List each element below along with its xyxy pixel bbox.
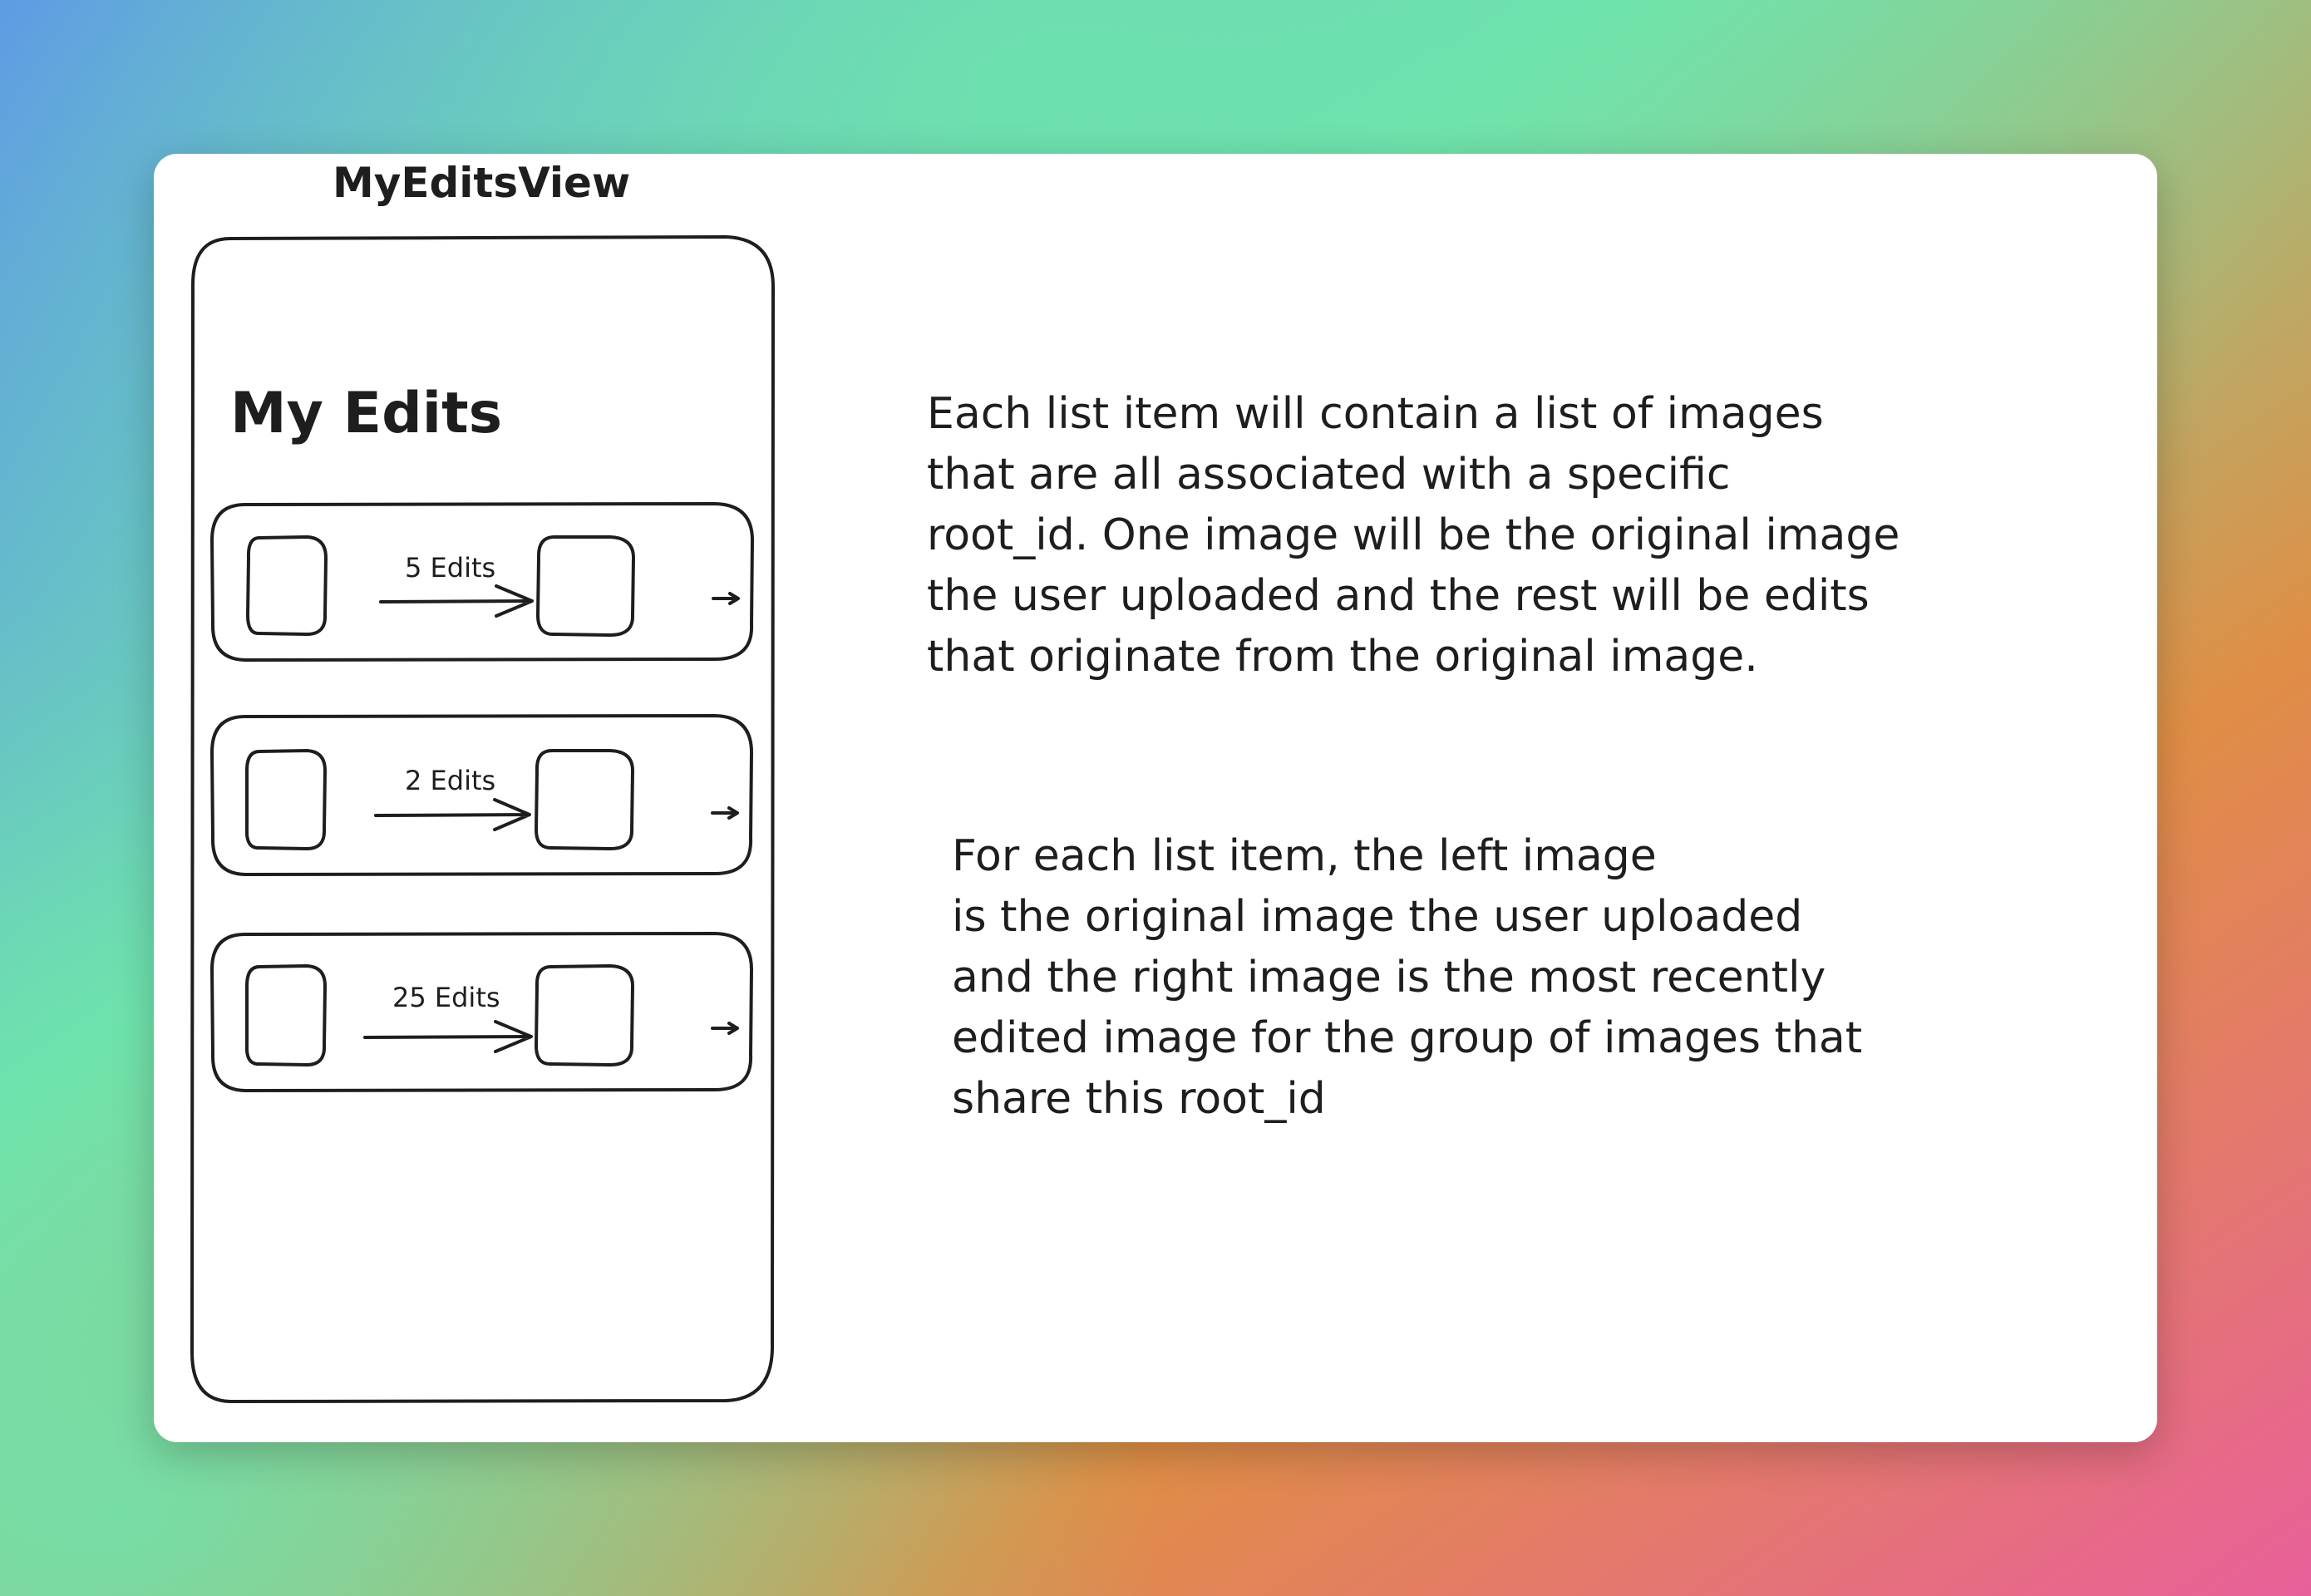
latest-edit-image-placeholder — [535, 749, 634, 850]
original-image-placeholder — [244, 749, 327, 850]
annotation-line: is the original image the user uploaded — [952, 892, 1802, 942]
annotation-line: the user uploaded and the rest will be e… — [927, 571, 1870, 621]
annotation-list-items: Each list item will contain a list of im… — [927, 389, 1914, 682]
latest-edit-image-placeholder — [536, 535, 635, 637]
annotation-line: Each list item will contain a list of im… — [927, 389, 1824, 439]
annotation-line: edited image for the group of images tha… — [952, 1013, 1862, 1063]
original-image-placeholder — [244, 964, 327, 1066]
annotation-line: root_id. One image will be the original … — [927, 510, 1900, 560]
annotation-line: that originate from the original image. — [927, 632, 1758, 682]
edits-count-label: 5 Edits — [405, 552, 495, 584]
wireframe-diagram: MyEditsView My Edits 5 Edits 2 Edits — [190, 159, 1914, 1403]
edit-arrow — [374, 798, 531, 831]
list-item[interactable]: 2 Edits — [210, 714, 753, 876]
small-arrow-right-icon[interactable] — [712, 592, 740, 605]
annotation-line: share this root_id — [952, 1074, 1326, 1124]
view-title: MyEditsView — [333, 159, 630, 207]
list-item-card — [210, 502, 754, 662]
canvas-card: MyEditsView My Edits 5 Edits 2 Edits — [154, 154, 2157, 1442]
list-item[interactable]: 25 Edits — [210, 932, 753, 1092]
list-item-card — [210, 932, 753, 1092]
small-arrow-right-icon[interactable] — [711, 1022, 739, 1035]
list-item[interactable]: 5 Edits — [210, 502, 754, 662]
edit-arrow — [363, 1020, 533, 1053]
list-item-card — [210, 714, 753, 876]
original-image-placeholder — [246, 535, 328, 636]
edits-count-label: 2 Edits — [405, 765, 495, 796]
screen-title: My Edits — [230, 381, 502, 446]
annotation-line: For each list item, the left image — [952, 831, 1657, 881]
edit-arrow — [379, 584, 534, 618]
small-arrow-right-icon[interactable] — [711, 806, 739, 820]
annotation-line: and the right image is the most recently — [952, 953, 1826, 1002]
phone-frame — [190, 235, 775, 1403]
latest-edit-image-placeholder — [535, 964, 634, 1066]
annotation-line: that are all associated with a specific — [927, 450, 1730, 500]
annotation-image-order: For each list item, the left image is th… — [952, 831, 1876, 1124]
edits-count-label: 25 Edits — [392, 982, 500, 1013]
